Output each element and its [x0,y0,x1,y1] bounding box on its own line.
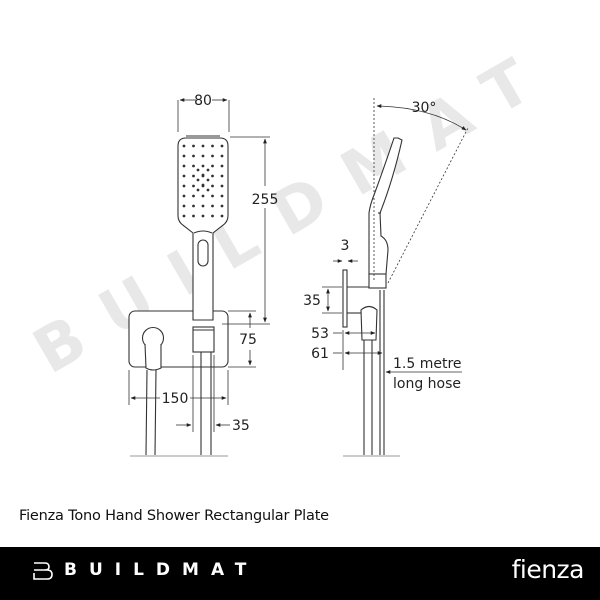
hose-length-label-line1: 1.5 metre [393,356,462,372]
holder-width-35-label: 35 [232,418,250,434]
depth-61-label: 61 [311,346,329,362]
holder-height-35-label: 35 [303,293,321,309]
front-dimensions [128,98,270,432]
watermark: BUILDMAT [21,45,542,388]
footer-bar: BUILDMAT fienza [0,547,600,600]
fienza-brand: fienza [511,555,585,584]
plate-thickness-3-label: 3 [341,238,350,254]
svg-text:BUILDMAT: BUILDMAT [21,45,542,388]
width-80-label: 80 [194,93,212,109]
spray-nozzles [182,144,224,218]
technical-drawing: BUILDMAT [21,45,542,457]
plate-height-75-label: 75 [239,332,257,348]
buildmat-logo-icon [33,562,53,580]
hose-length-label-line2: long hose [393,376,461,392]
front-view [128,135,229,457]
height-255-label: 255 [252,192,279,208]
product-caption: Fienza Tono Hand Shower Rectangular Plat… [19,508,329,524]
side-view [342,137,403,457]
buildmat-brand: BUILDMAT [64,560,259,580]
plate-width-150-label: 150 [162,391,189,407]
side-dimensions [322,98,469,374]
angle-30-label: 30° [412,100,437,116]
depth-53-label: 53 [311,326,329,342]
